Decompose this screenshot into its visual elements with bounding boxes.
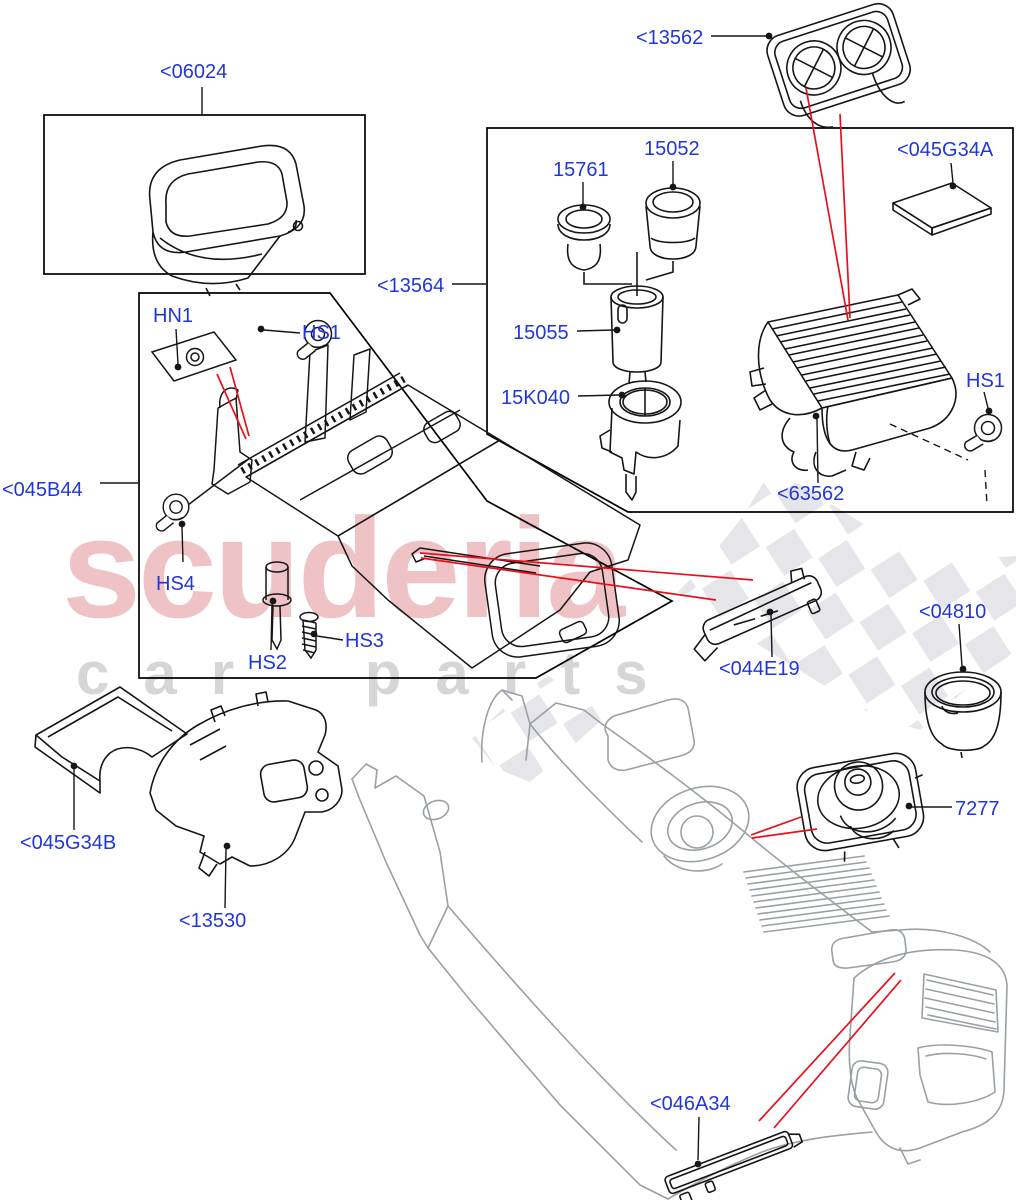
box-console-frame [138,292,674,679]
shift-boot-sketch [796,752,925,862]
part-label-mat-045G34A: <045G34A [897,139,994,161]
part-label-shutter-63562: <63562 [777,483,845,505]
part-label-box-13564: <13564 [377,275,445,297]
watermark-brand: scuderia [62,489,625,648]
part-label-cap-15052: 15052 [644,138,700,160]
red-pointer-lines [216,87,902,1129]
part-label-armrest-lid-06024: <06024 [160,61,228,83]
part-label-cupholder-13562: <13562 [636,27,704,49]
socket-holder-sketch [599,380,682,501]
part-label-screw-hs4: HS4 [156,573,195,595]
console-frame-sketch [187,340,641,669]
outlet-caps-sketch [557,187,701,296]
box-armrest-lid [43,114,366,275]
part-label-screw-hs1-right: HS1 [966,370,1005,392]
part-label-nut-hn1: HN1 [153,305,194,327]
part-label-cup-04810: <04810 [919,601,987,623]
part-label-holder-15K040: 15K040 [501,387,570,409]
checkered-flag-watermark [472,468,1016,782]
leader-dots [70,32,993,1168]
part-label-screw-hs1-left: HS1 [302,322,341,344]
cupholder-sketch [766,2,912,129]
lighter-socket-sketch [610,285,664,385]
part-label-screw-hs3: HS3 [345,630,384,652]
armrest-lid-sketch [148,144,306,297]
leader-lines [73,35,989,1161]
sill-strip-sketch [664,1130,804,1200]
fasteners [150,319,1004,660]
tambour-door-sketch [749,288,957,477]
console-body-sketch [351,689,1008,1200]
hn1-plate-sketch [150,331,238,382]
part-label-socket-15055: 15055 [513,322,569,344]
lower-trim-sketch [34,686,188,794]
part-label-rivet-hs2: HS2 [248,652,287,674]
part-label-cap-15761: 15761 [553,159,609,181]
hs2-rivet-sketch [262,561,292,651]
part-label-trim-045G34B: <045G34B [20,832,117,854]
rubber-mat-sketch [892,182,992,236]
part-label-boot-7277: 7277 [955,798,1000,820]
box-power-outlets [486,127,1014,513]
part-label-frame-045B44: <045B44 [2,479,83,501]
part-label-trim-044E19: <044E19 [719,658,800,680]
part-label-bracket-13530: <13530 [179,910,247,932]
hs3-screw-sketch [299,611,319,660]
trim-finisher-sketch [693,567,823,662]
front-bracket-sketch [149,691,343,877]
part-label-sill-046A34: <046A34 [650,1093,731,1115]
group-boxes [43,114,1014,679]
